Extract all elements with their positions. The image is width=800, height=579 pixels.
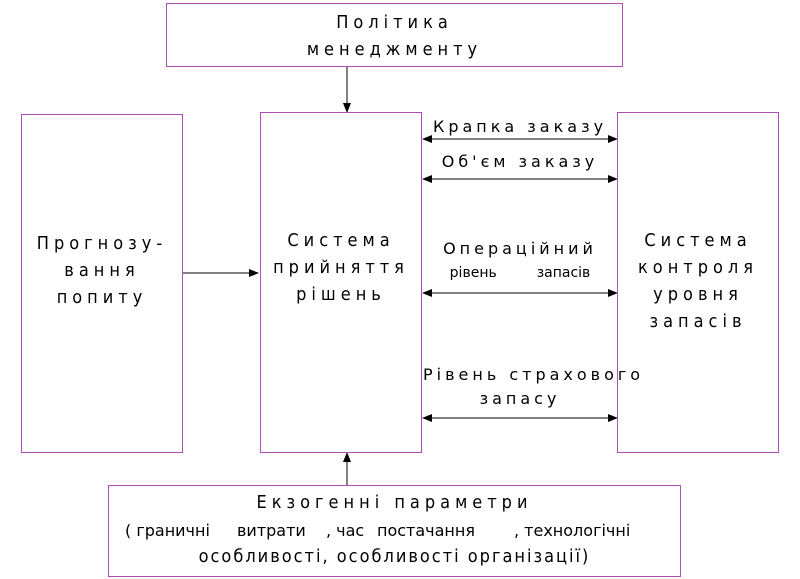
forecast-line-1: Прогнозу-	[36, 233, 168, 254]
exogenous-title: Екзогенні параметри	[256, 492, 533, 513]
label-safety-stock: Рівень страхового запасу	[423, 363, 645, 411]
policy-line-2: менеджменту	[306, 39, 483, 60]
exogenous-part-1: ( граничні	[125, 521, 210, 540]
forecast-line-3: попиту	[56, 287, 148, 308]
safety-line-2: запасу	[479, 389, 561, 408]
decision-system-box: Система прийняття рішень	[260, 112, 422, 453]
label-order-volume: Об'єм заказу	[441, 152, 599, 171]
exogenous-part-2: витрати	[237, 521, 306, 540]
policy-line-1: Політика	[336, 12, 453, 33]
operational-line-1: Операційний	[443, 239, 597, 258]
forecast-line-2: вання	[64, 260, 140, 281]
control-line-2: контроля	[638, 257, 758, 278]
operational-word-stocks: запасів	[536, 265, 591, 281]
exogenous-part-5: , технологічні	[514, 521, 631, 540]
exogenous-part-3: , час	[326, 521, 365, 540]
exogenous-parameters-box: Екзогенні параметри ( граничні витрати ,…	[108, 485, 681, 577]
control-line-4: запасів	[649, 311, 747, 332]
exogenous-line-2: ( граничні витрати , час постачання , те…	[109, 519, 682, 543]
exogenous-part-4: постачання	[377, 521, 475, 540]
label-operational-level: Операційний рівень запасів	[423, 237, 617, 285]
safety-line-1: Рівень страхового	[423, 365, 645, 384]
forecast-box: Прогнозу- вання попиту	[21, 114, 183, 453]
control-system-box: Система контроля уровня запасів	[617, 112, 779, 453]
label-order-point: Крапка заказу	[432, 117, 608, 136]
decision-line-3: рішень	[296, 284, 386, 305]
control-line-1: Система	[644, 230, 752, 251]
operational-line-2: рівень запасів	[423, 261, 617, 285]
policy-box: Політика менеджменту	[166, 3, 623, 67]
operational-word-level: рівень	[449, 265, 497, 281]
decision-line-2: прийняття	[273, 257, 409, 278]
decision-line-1: Система	[287, 230, 395, 251]
exogenous-line-3: особливості, особливості організації)	[198, 546, 591, 567]
control-line-3: уровня	[653, 284, 743, 305]
